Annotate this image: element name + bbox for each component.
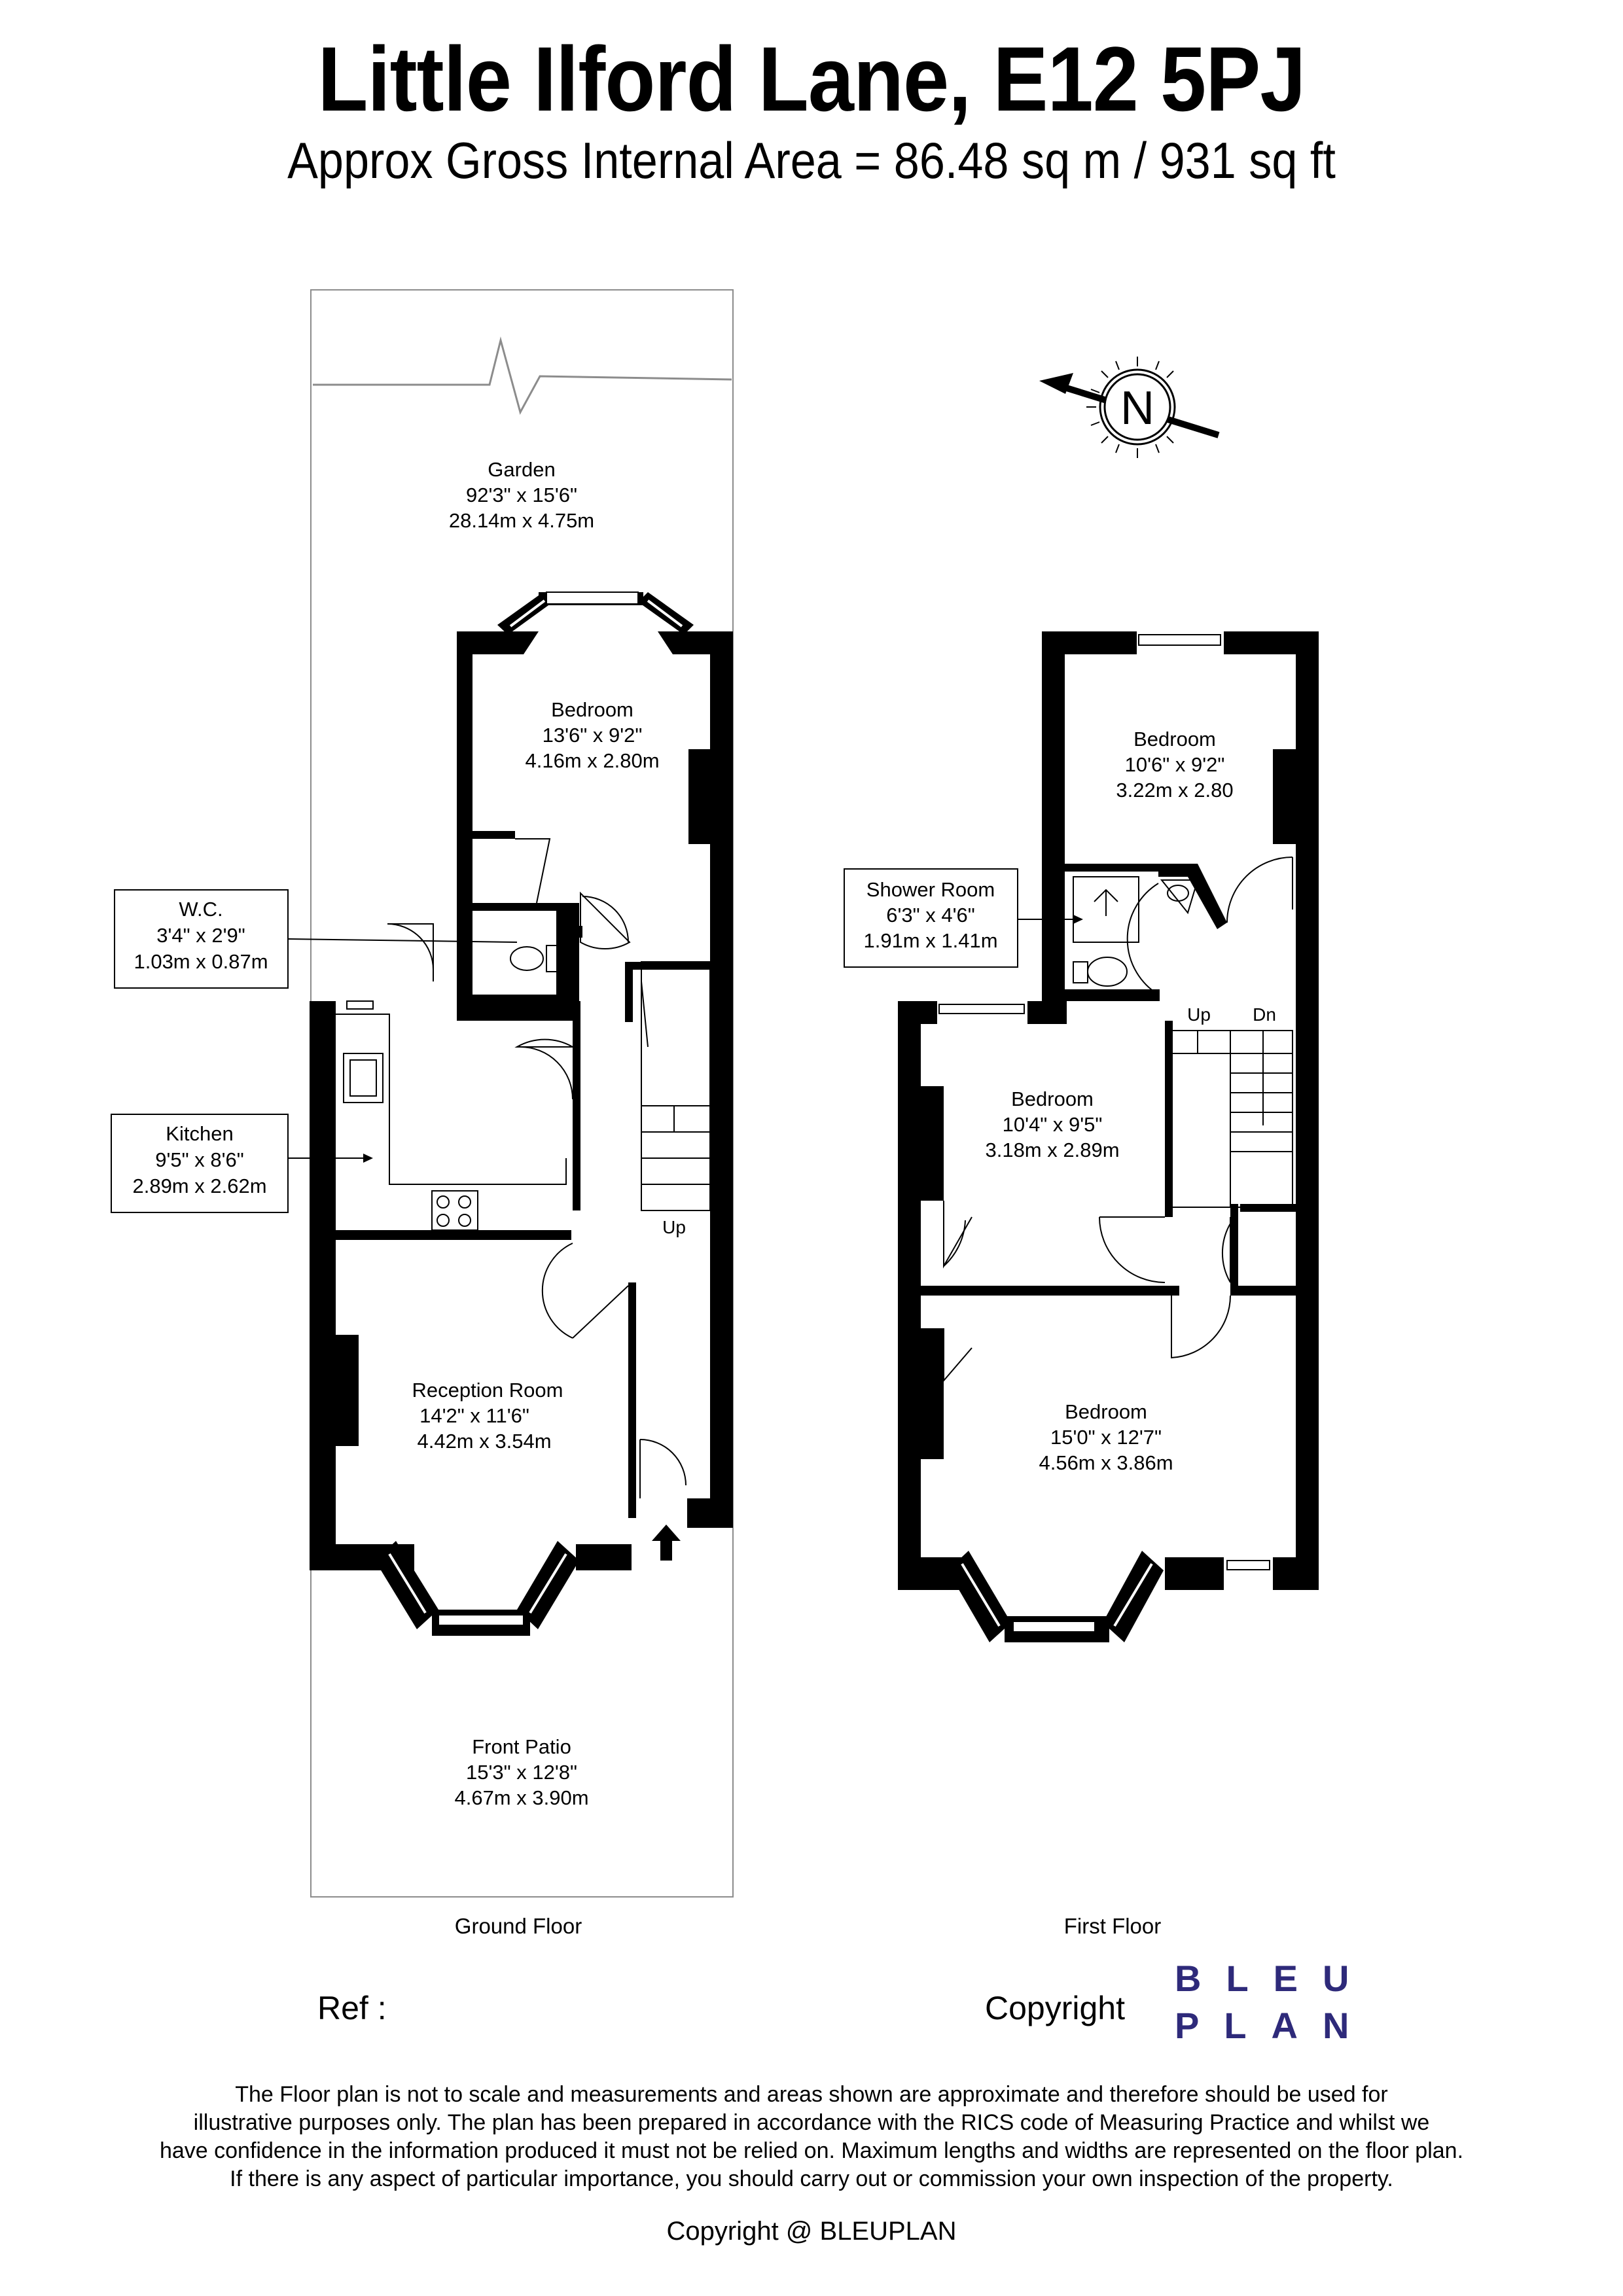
garden-name: Garden	[488, 458, 555, 481]
ff-stairs-up: Up	[1187, 1004, 1211, 1025]
disclaimer-line: have confidence in the information produ…	[159, 2138, 1464, 2163]
ground-floor-windows	[346, 592, 639, 1626]
kitchen-metric: 2.89m x 2.62m	[132, 1174, 266, 1197]
gf-bedroom-name: Bedroom	[551, 698, 633, 721]
ff-bay-window-glazing	[961, 1563, 1153, 1627]
shower-imperial: 6'3" x 4'6"	[886, 904, 975, 927]
wc-imperial: 3'4" x 2'9"	[156, 924, 245, 947]
ff-stairs-down: Dn	[1253, 1004, 1276, 1025]
compass-north-label: N	[1120, 382, 1154, 434]
ff-bedroom-mid-name: Bedroom	[1011, 1087, 1094, 1110]
ff-bedroom-rear-name: Bedroom	[1133, 728, 1216, 751]
ff-bedroom-front-metric: 4.56m x 3.86m	[1039, 1451, 1173, 1474]
ff-bedroom-mid-imperial: 10'4" x 9'5"	[1003, 1113, 1103, 1136]
shower-leader-arrow	[1073, 915, 1083, 924]
wc-callout: W.C. 3'4" x 2'9" 1.03m x 0.87m	[114, 889, 289, 989]
shower-fittings	[1073, 876, 1199, 987]
ff-bedroom-rear-imperial: 10'6" x 9'2"	[1125, 753, 1225, 776]
logo-line-2: PLAN	[1175, 2005, 1374, 2046]
floor-plan-drawing: Garden 92'3" x 15'6" 28.14m x 4.75m Bedr…	[111, 289, 1319, 1938]
wc-leader-line	[287, 938, 518, 943]
first-floor-walls	[898, 631, 1319, 1642]
kitchen-callout: Kitchen 9'5" x 8'6" 2.89m x 2.62m	[111, 1114, 289, 1213]
reception-name: Reception Room	[412, 1379, 563, 1402]
first-floor-windows	[938, 634, 1270, 1633]
first-floor-label: First Floor	[1064, 1914, 1162, 1938]
shower-name: Shower Room	[866, 878, 995, 901]
bay-window-glazing	[388, 599, 683, 1614]
gf-bedroom-metric: 4.16m x 2.80m	[525, 749, 659, 772]
reference-label: Ref :	[317, 1990, 387, 2026]
property-address: Little Ilford Lane, E12 5PJ	[317, 27, 1306, 130]
shower-metric: 1.91m x 1.41m	[863, 929, 997, 952]
ground-floor-plan: Garden 92'3" x 15'6" 28.14m x 4.75m Bedr…	[111, 289, 734, 1938]
first-floor-doors	[943, 857, 1293, 1383]
kitchen-leader-arrow	[363, 1154, 373, 1163]
ground-floor-stairs	[641, 961, 711, 1211]
bleuplan-logo: BLEU PLAN	[1175, 1955, 1364, 2053]
patio-name: Front Patio	[472, 1735, 571, 1758]
kitchen-imperial: 9'5" x 8'6"	[155, 1148, 244, 1171]
disclaimer-line: If there is any aspect of particular imp…	[230, 2166, 1393, 2191]
patio-metric: 4.67m x 3.90m	[454, 1786, 588, 1809]
shower-callout: Shower Room 6'3" x 4'6" 1.91m x 1.41m	[844, 868, 1018, 968]
logo-line-1: BLEU	[1175, 1958, 1374, 1999]
compass-icon: N	[1039, 357, 1220, 458]
first-floor-plan: Bedroom 10'6" x 9'2" 3.22m x 2.80 Bedroo…	[844, 631, 1319, 1938]
gf-stairs-up: Up	[662, 1217, 686, 1237]
copyright-label: Copyright	[985, 1990, 1125, 2026]
garden-metric: 28.14m x 4.75m	[449, 509, 594, 532]
garden-imperial: 92'3" x 15'6"	[466, 484, 577, 506]
ff-bedroom-front-imperial: 15'0" x 12'7"	[1050, 1426, 1162, 1449]
gross-internal-area: Approx Gross Internal Area = 86.48 sq m …	[287, 132, 1336, 189]
ground-floor-doors	[387, 838, 687, 1498]
ground-floor-labels: Garden 92'3" x 15'6" 28.14m x 4.75m Bedr…	[412, 458, 686, 1938]
ground-floor-label: Ground Floor	[455, 1914, 582, 1938]
entrance-arrow-icon	[652, 1525, 681, 1561]
disclaimer: The Floor plan is not to scale and measu…	[92, 2081, 1531, 2193]
first-floor-labels: Bedroom 10'6" x 9'2" 3.22m x 2.80 Bedroo…	[985, 728, 1275, 1938]
garden-break-line	[313, 336, 732, 415]
ground-floor-walls	[310, 592, 733, 1636]
kitchen-name: Kitchen	[166, 1122, 233, 1145]
wc-name: W.C.	[179, 898, 223, 921]
ff-bedroom-front-name: Bedroom	[1065, 1400, 1147, 1423]
wc-metric: 1.03m x 0.87m	[134, 950, 268, 973]
reception-imperial: 14'2" x 11'6"	[419, 1404, 529, 1427]
footer-copyright: Copyright @ BLEUPLAN	[666, 2217, 957, 2246]
first-floor-stairs	[1171, 1030, 1293, 1208]
patio-imperial: 15'3" x 12'8"	[466, 1761, 577, 1784]
ff-bedroom-mid-metric: 3.18m x 2.89m	[985, 1139, 1119, 1161]
kitchen-fittings	[336, 945, 567, 1231]
gf-bedroom-imperial: 13'6" x 9'2"	[543, 724, 643, 747]
disclaimer-line: illustrative purposes only. The plan has…	[193, 2110, 1430, 2135]
reception-metric: 4.42m x 3.54m	[417, 1430, 551, 1453]
disclaimer-line: The Floor plan is not to scale and measu…	[235, 2082, 1388, 2107]
ff-bedroom-rear-metric: 3.22m x 2.80	[1116, 779, 1233, 802]
